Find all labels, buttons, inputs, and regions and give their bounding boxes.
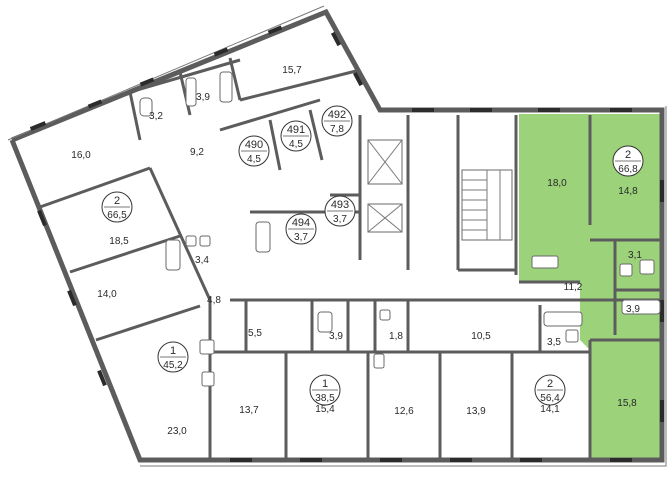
room-area-23-0: 23,0 [167, 426, 187, 437]
room-area-3-5: 3,5 [547, 337, 561, 348]
room-labels: 15,7 3,2 3,9 16,0 9,2 18,5 3,4 14,0 4,8 … [71, 65, 642, 437]
svg-text:4,5: 4,5 [247, 154, 261, 165]
svg-text:2: 2 [625, 149, 631, 161]
room-area-14-1: 14,1 [540, 404, 560, 415]
storage-badge-492[interactable]: 492 7,8 [321, 105, 353, 137]
svg-text:66,8: 66,8 [618, 164, 638, 175]
windows [29, 25, 664, 462]
svg-text:2: 2 [114, 195, 120, 207]
svg-text:1: 1 [322, 378, 328, 390]
svg-text:7,8: 7,8 [330, 124, 344, 135]
room-area-5-5: 5,5 [248, 328, 262, 339]
room-area-10-5: 10,5 [471, 331, 491, 342]
svg-text:4,5: 4,5 [289, 139, 303, 150]
svg-text:1: 1 [170, 345, 176, 357]
room-area-3-9-green: 3,9 [626, 304, 640, 315]
svg-text:3,7: 3,7 [333, 214, 347, 225]
room-area-15-4: 15,4 [315, 404, 335, 415]
svg-text:492: 492 [328, 109, 346, 121]
svg-text:491: 491 [287, 124, 305, 136]
storage-badge-491[interactable]: 491 4,5 [280, 120, 312, 152]
svg-text:493: 493 [331, 199, 349, 211]
svg-text:45,2: 45,2 [163, 360, 183, 371]
apartment-badge-2-highlighted[interactable]: 2 66,8 [612, 145, 644, 177]
badges: 490 4,5 491 4,5 492 7,8 493 3,7 494 3,7 [101, 105, 644, 406]
room-area-15-8: 15,8 [617, 398, 637, 409]
exterior-walls [7, 5, 667, 467]
svg-text:56,4: 56,4 [540, 393, 560, 404]
room-area-11-2: 11,2 [564, 282, 583, 293]
storage-badge-490[interactable]: 490 4,5 [238, 135, 270, 167]
interior-walls [39, 57, 662, 458]
apartment-badge-1-middle[interactable]: 1 38,5 [309, 374, 341, 406]
svg-text:2: 2 [547, 378, 553, 390]
apartment-badge-2-left[interactable]: 2 66,5 [101, 191, 133, 223]
svg-text:66,5: 66,5 [107, 210, 127, 221]
room-area-4-8: 4,8 [207, 295, 221, 306]
room-area-18-5: 18,5 [109, 236, 129, 247]
room-area-3-2: 3,2 [149, 111, 163, 122]
room-area-13-7: 13,7 [239, 405, 259, 416]
room-area-14-8: 14,8 [618, 186, 638, 197]
room-area-1-8: 1,8 [389, 331, 403, 342]
room-area-3-9: 3,9 [196, 92, 210, 103]
svg-text:38,5: 38,5 [315, 393, 335, 404]
storage-badge-494[interactable]: 494 3,7 [285, 213, 317, 245]
room-area-15-7: 15,7 [282, 65, 302, 76]
svg-text:490: 490 [245, 139, 263, 151]
apartment-badge-2-bottom[interactable]: 2 56,4 [534, 374, 566, 406]
room-area-9-2: 9,2 [190, 147, 204, 158]
svg-text:3,7: 3,7 [294, 232, 308, 243]
svg-text:494: 494 [292, 217, 310, 229]
room-area-18-0: 18,0 [547, 178, 567, 189]
room-area-16-0: 16,0 [71, 150, 91, 161]
fixtures [139, 71, 661, 387]
storage-badge-493[interactable]: 493 3,7 [324, 195, 356, 227]
room-area-3-9-bath: 3,9 [329, 331, 343, 342]
apartment-badge-1-left[interactable]: 1 45,2 [157, 341, 189, 373]
room-area-3-4: 3,4 [195, 255, 209, 266]
highlighted-apartment[interactable] [519, 114, 662, 458]
core [367, 139, 513, 241]
room-area-14-0: 14,0 [97, 289, 117, 300]
room-area-12-6: 12,6 [394, 406, 414, 417]
room-area-13-9: 13,9 [466, 406, 486, 417]
room-area-3-1: 3,1 [628, 250, 642, 261]
